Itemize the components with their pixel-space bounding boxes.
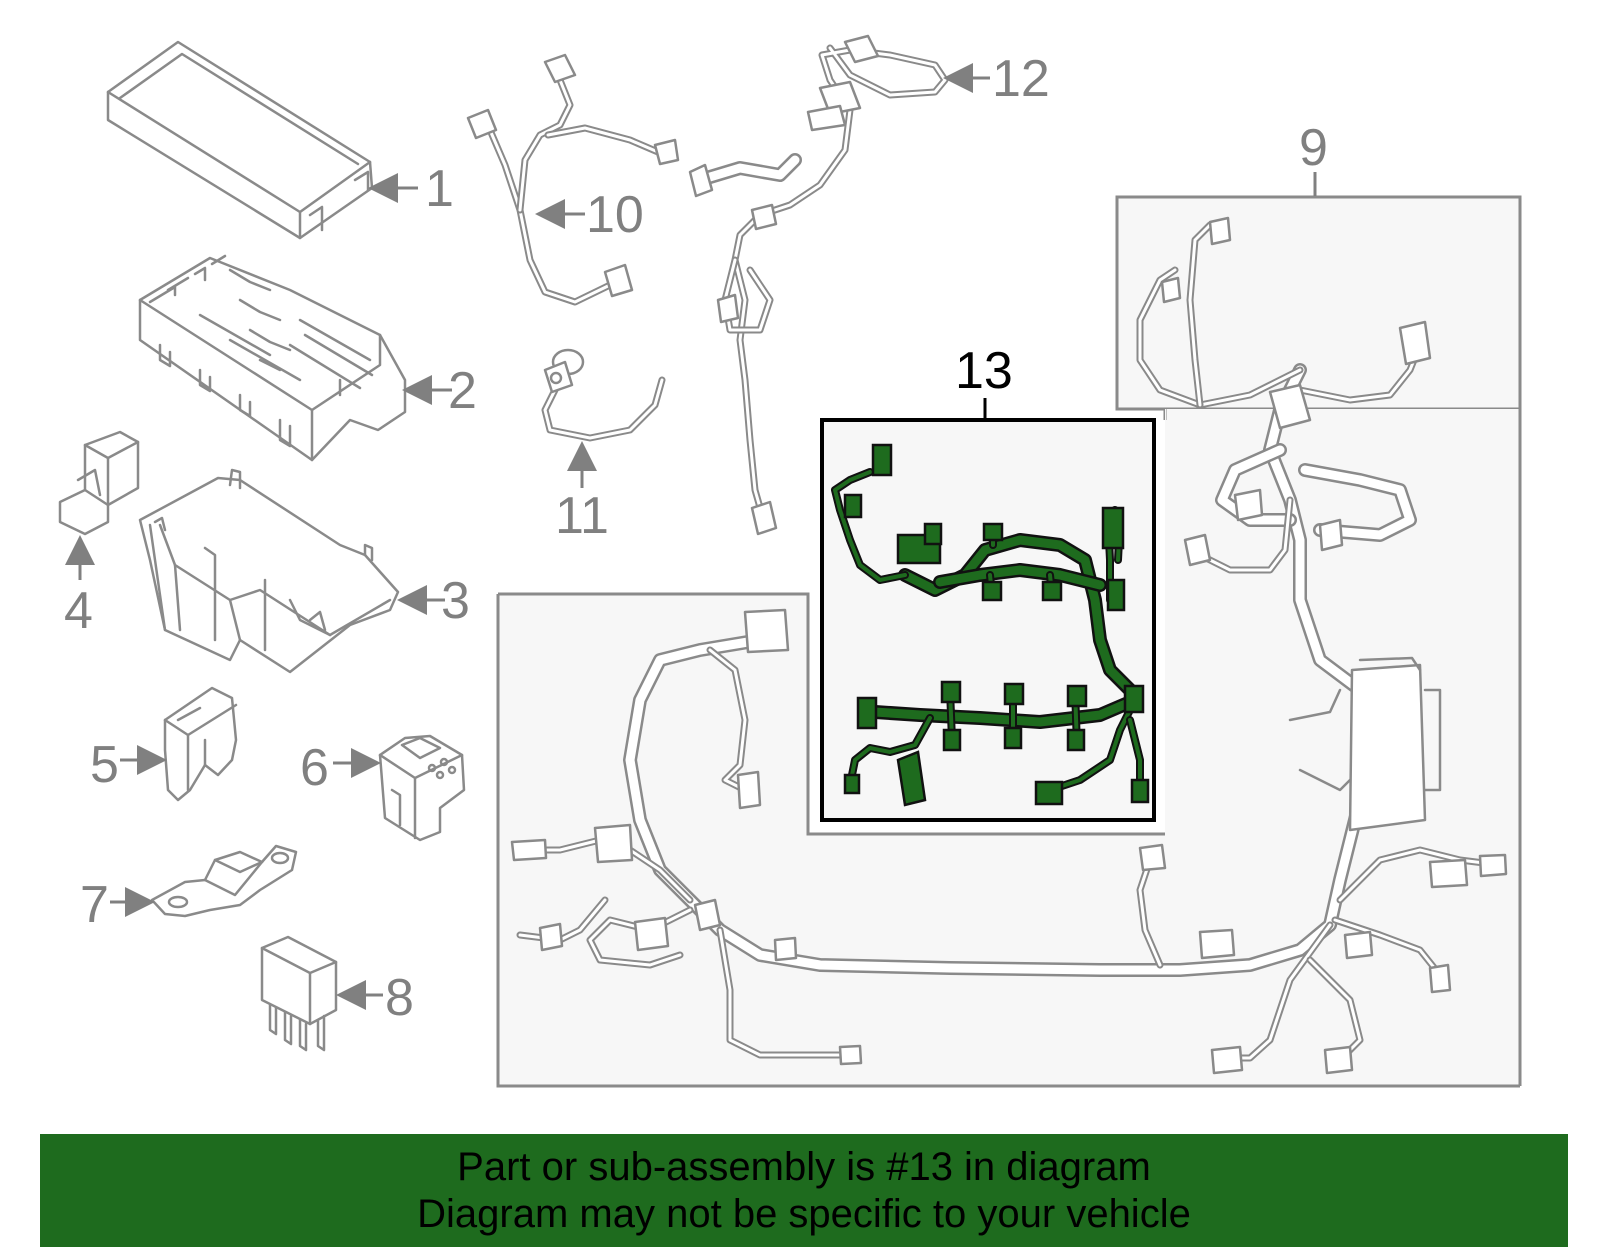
part-5-fuse[interactable]: [163, 686, 238, 802]
callout-12[interactable]: 12: [992, 50, 1050, 108]
callout-4[interactable]: 4: [64, 582, 93, 640]
panel-main-harness: [496, 409, 1520, 1088]
callout-2[interactable]: 2: [448, 362, 477, 420]
callout-6[interactable]: 6: [300, 739, 329, 797]
part-3-mounting-tray[interactable]: [138, 468, 400, 674]
banner-line-1: Part or sub-assembly is #13 in diagram: [457, 1144, 1151, 1189]
panel-9: [1115, 195, 1522, 1086]
part-9-harness[interactable]: [1136, 216, 1432, 697]
part-11-sensor[interactable]: [541, 348, 666, 442]
callout-10[interactable]: 10: [586, 186, 644, 244]
part-10-jumper-harness[interactable]: [466, 53, 680, 306]
main-harness[interactable]: [510, 608, 1508, 1075]
part-6-circuit-breaker[interactable]: [378, 734, 466, 842]
callout-3[interactable]: 3: [441, 572, 470, 630]
callout-11[interactable]: 11: [555, 487, 609, 545]
info-banner: Part or sub-assembly is #13 in diagram D…: [40, 1134, 1568, 1247]
part-2-fuse-junction-box[interactable]: [138, 254, 407, 462]
part-7-fusible-link[interactable]: [150, 844, 298, 918]
callout-7[interactable]: 7: [80, 876, 109, 934]
callout-9[interactable]: 9: [1299, 119, 1328, 177]
part-8-relay[interactable]: [260, 935, 338, 1052]
callout-5[interactable]: 5: [90, 736, 119, 794]
callout-13[interactable]: 13: [955, 342, 1013, 400]
banner-line-2: Diagram may not be specific to your vehi…: [417, 1191, 1191, 1236]
part-4-bracket[interactable]: [58, 430, 140, 536]
callout-8[interactable]: 8: [385, 969, 414, 1027]
part-1-fuse-box-cover[interactable]: [106, 40, 374, 240]
part-12-harness[interactable]: [688, 34, 949, 536]
part-13-engine-harness[interactable]: [831, 443, 1150, 807]
callout-1[interactable]: 1: [425, 160, 454, 218]
